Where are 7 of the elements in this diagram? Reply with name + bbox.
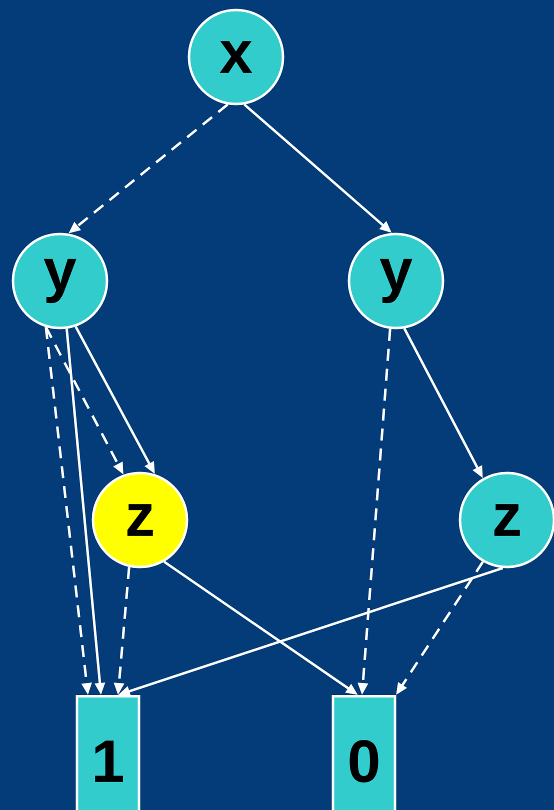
variable-node: y — [348, 232, 444, 330]
terminal-box: 0 — [332, 695, 396, 810]
terminal-box: 1 — [76, 695, 140, 810]
variable-node: x — [188, 8, 284, 106]
variable-node: z — [458, 472, 554, 568]
variable-node: z — [92, 472, 188, 568]
variable-node: y — [12, 232, 108, 330]
